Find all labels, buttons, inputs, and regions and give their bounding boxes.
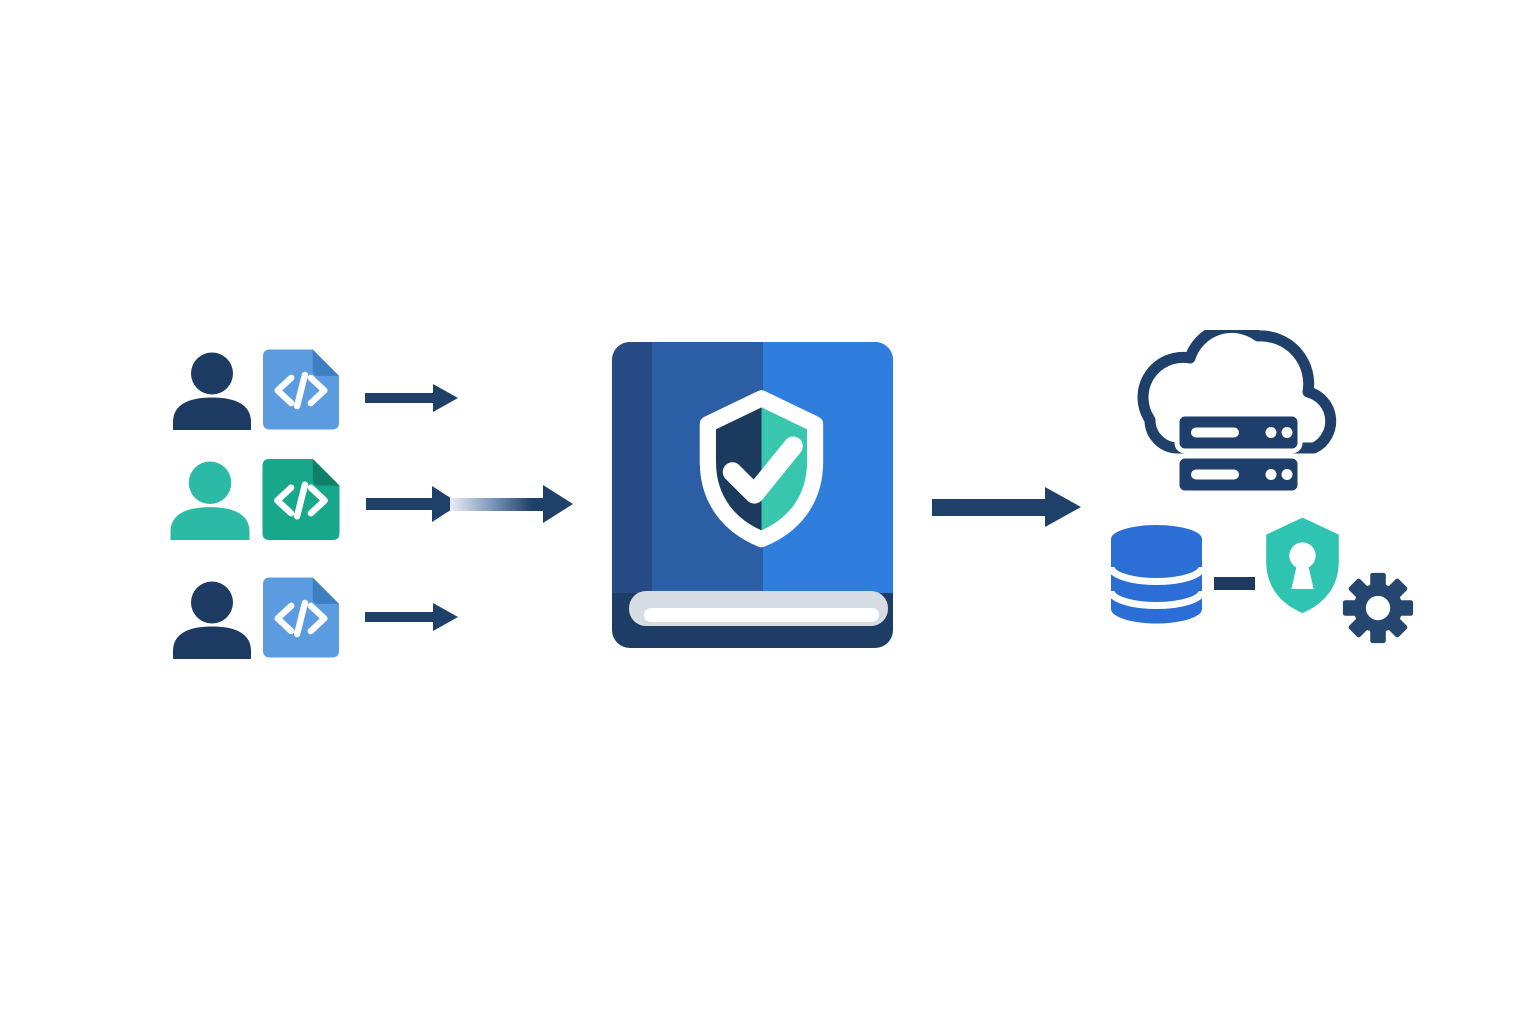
code-file-icon [263,577,339,663]
arrow-right-icon [365,384,458,412]
shield-check-icon [684,388,839,561]
cloud-server-icon [1118,321,1346,501]
book-pages-stripe [644,608,879,622]
arrow-right-icon [365,603,458,631]
arrow-right-icon [366,486,460,522]
arrow-head [433,384,458,412]
arrow-shaft [932,498,1045,516]
arrow-head [543,485,573,523]
book-pages [629,591,888,626]
code-file-icon [263,349,339,435]
code-file-icon [262,459,340,545]
arrow-right-icon [932,487,1081,527]
checkmark-icon [722,436,803,504]
policy-book-icon [612,342,893,648]
arrow-right-gradient-icon [450,485,573,523]
arrow-shaft [366,498,432,510]
gear-icon [1339,567,1417,654]
arrow-head [1045,487,1081,527]
server-rack-icon [1174,411,1303,496]
code-glyph [274,371,328,410]
arrow-shaft [450,497,543,511]
user-icon [170,581,254,664]
code-glyph [274,481,328,520]
shield-keyhole-icon [1253,514,1352,627]
dash-connector [1214,577,1255,590]
user-icon [167,461,253,545]
arrow-shaft [365,612,433,622]
database-icon [1107,522,1206,631]
code-glyph [274,599,328,638]
book-spine [612,342,652,593]
arrow-head [433,603,458,631]
keyhole-icon [1289,542,1316,569]
user-icon [170,352,254,435]
arrow-shaft [365,393,433,403]
